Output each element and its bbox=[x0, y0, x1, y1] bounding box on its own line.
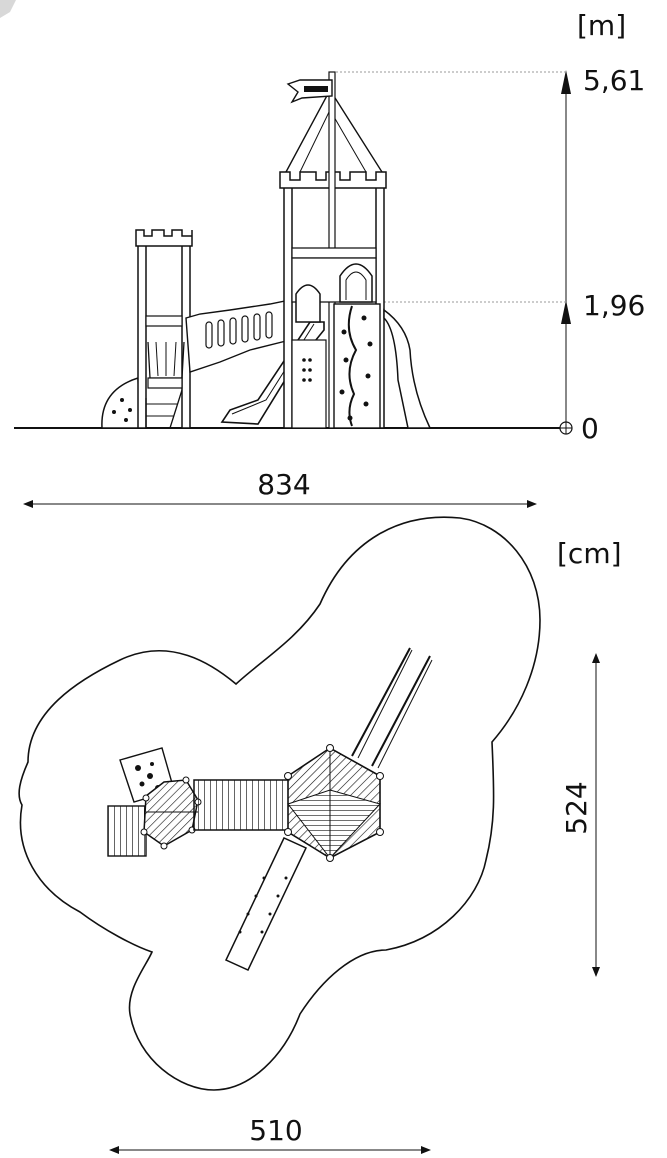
plan-small-platform bbox=[140, 776, 202, 850]
small-tower-battlement bbox=[135, 229, 193, 247]
plan-tube-slide bbox=[351, 647, 433, 769]
tower-climbing-wall bbox=[333, 303, 381, 429]
tower-door-arch bbox=[295, 284, 321, 323]
plan-ladder bbox=[107, 805, 147, 857]
tower-window-arch bbox=[339, 263, 373, 303]
corner-logo-mark bbox=[0, 0, 16, 18]
top-height-arrow bbox=[561, 70, 571, 94]
right-slide bbox=[383, 308, 432, 429]
elevation-unit-label: [m] bbox=[577, 9, 626, 42]
plan-depth-label: 524 bbox=[560, 781, 593, 834]
small-tower bbox=[135, 229, 193, 429]
elevation-view: [m] 5,61 1,96 0 bbox=[14, 9, 645, 508]
plan-slide bbox=[224, 837, 308, 971]
plan-width-label: 510 bbox=[249, 1114, 302, 1147]
climbing-panel bbox=[101, 376, 141, 429]
height-label-platform: 1,96 bbox=[583, 289, 645, 322]
height-label-top: 5,61 bbox=[583, 64, 645, 97]
width-label: 834 bbox=[257, 468, 310, 501]
plan-bridge bbox=[193, 779, 291, 831]
height-label-ground: 0 bbox=[581, 412, 599, 445]
platform-height-arrow bbox=[561, 300, 571, 324]
bridge-wall bbox=[185, 299, 291, 373]
plan-unit-label: [cm] bbox=[557, 537, 622, 570]
plan-view: [cm] bbox=[18, 516, 622, 1154]
main-tower bbox=[279, 71, 387, 429]
safety-zone-outline bbox=[18, 516, 541, 1091]
plan-main-platform bbox=[284, 744, 384, 862]
